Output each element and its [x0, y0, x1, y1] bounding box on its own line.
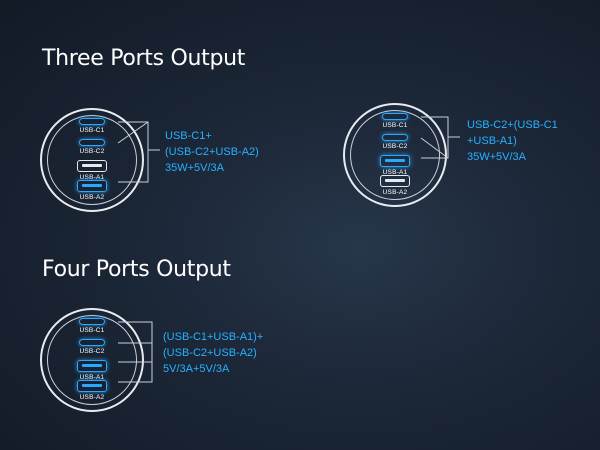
usb-a1-port — [77, 160, 107, 172]
spec-line: 35W+5V/3A — [467, 151, 527, 163]
spec-three-ports-b: USB-C2+(USB-C1 +USB-A1) 35W+5V/3A — [467, 117, 558, 165]
charger-outer-ring — [40, 308, 144, 412]
usb-a1-label: USB-A1 — [382, 169, 408, 176]
usb-a1-label: USB-A1 — [79, 374, 105, 381]
charger-inner-ring — [47, 315, 137, 405]
usb-a2-label: USB-A2 — [79, 394, 105, 401]
usb-a2-port — [77, 180, 107, 192]
usb-a1-port — [380, 155, 410, 167]
spec-line: (USB-C2+USB-A2) — [165, 146, 259, 158]
spec-line: USB-C1+ — [165, 130, 212, 142]
usb-a2-label: USB-A2 — [79, 194, 105, 201]
charger-inner-ring — [350, 110, 440, 200]
spec-line: (USB-C2+USB-A2) — [163, 347, 257, 359]
usb-c1-label: USB-C1 — [382, 122, 408, 129]
usb-c1-port — [79, 118, 105, 125]
usb-a2-label: USB-A2 — [382, 189, 408, 196]
spec-three-ports-a: USB-C1+ (USB-C2+USB-A2) 35W+5V/3A — [165, 128, 259, 176]
usb-c2-port — [382, 134, 408, 141]
spec-line: 5V/3A+5V/3A — [163, 363, 230, 375]
usb-a1-port — [77, 360, 107, 372]
usb-c2-label: USB-C2 — [382, 143, 408, 150]
spec-line: (USB-C1+USB-A1)+ — [163, 331, 264, 343]
usb-c2-label: USB-C2 — [79, 148, 105, 155]
usb-c2-label: USB-C2 — [79, 348, 105, 355]
usb-c1-label: USB-C1 — [79, 127, 105, 134]
charger-outer-ring — [40, 108, 144, 212]
spec-four-ports: (USB-C1+USB-A1)+ (USB-C2+USB-A2) 5V/3A+5… — [163, 329, 263, 377]
spec-line: USB-C2+(USB-C1 — [467, 119, 558, 131]
section-title-three-ports: Three Ports Output — [42, 46, 246, 71]
spec-line: +USB-A1) — [467, 135, 517, 147]
charger-inner-ring — [47, 115, 137, 205]
usb-a1-label: USB-A1 — [79, 174, 105, 181]
usb-c1-port — [79, 318, 105, 325]
charger-three-ports-b: USB-C1 USB-C2 USB-A1 USB-A2 — [343, 103, 447, 207]
section-title-four-ports: Four Ports Output — [42, 257, 231, 282]
charger-four-ports: USB-C1 USB-C2 USB-A1 USB-A2 — [40, 308, 144, 412]
usb-c2-port — [79, 139, 105, 146]
usb-c2-port — [79, 339, 105, 346]
charger-outer-ring — [343, 103, 447, 207]
usb-a2-port — [77, 380, 107, 392]
usb-c1-port — [382, 113, 408, 120]
charger-three-ports-a: USB-C1 USB-C2 USB-A1 USB-A2 — [40, 108, 144, 212]
usb-a2-port — [380, 175, 410, 187]
spec-line: 35W+5V/3A — [165, 162, 225, 174]
usb-c1-label: USB-C1 — [79, 327, 105, 334]
